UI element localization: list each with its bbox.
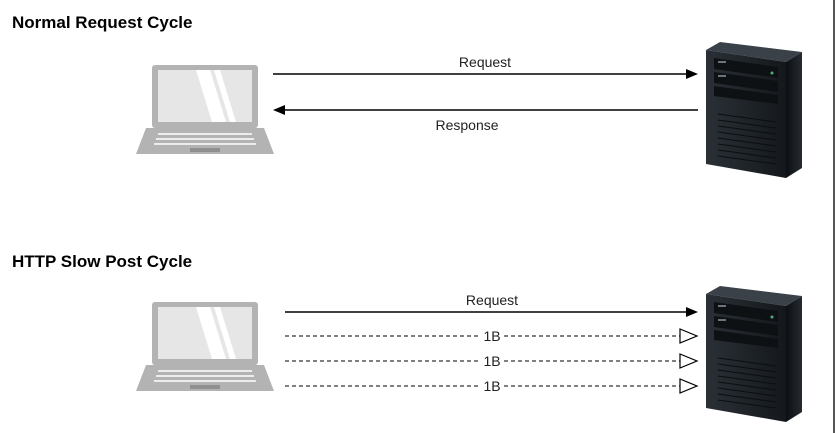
response-label: Response — [435, 117, 498, 133]
request-label: Request — [459, 54, 511, 70]
normal-cycle-title: Normal Request Cycle — [12, 13, 193, 32]
byte-packet-label: 1B — [483, 328, 500, 344]
byte-packet-label: 1B — [483, 353, 500, 369]
request-arrow — [273, 69, 698, 79]
slow-request-arrow — [285, 307, 698, 317]
client-laptop-icon — [136, 65, 274, 154]
byte-packet-line — [285, 353, 699, 369]
byte-packet-line — [285, 328, 699, 344]
slow-post-cycle-title: HTTP Slow Post Cycle — [12, 252, 193, 271]
client-laptop-icon — [136, 302, 274, 391]
byte-packet-label: 1B — [483, 378, 500, 394]
server-tower-icon — [705, 41, 803, 179]
server-tower-icon — [705, 285, 803, 423]
response-arrow — [273, 105, 698, 115]
slow-request-label: Request — [466, 292, 518, 308]
byte-packet-line — [285, 378, 699, 394]
right-border — [833, 0, 835, 433]
